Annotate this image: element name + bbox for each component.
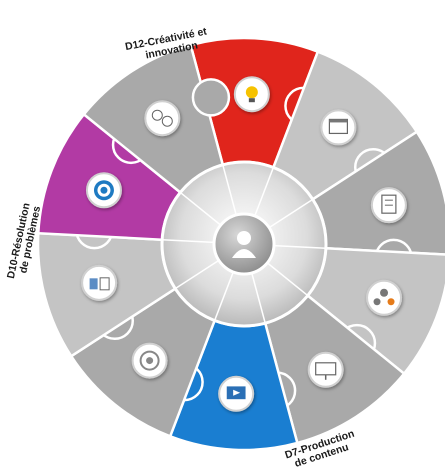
segment-icons — [81, 76, 407, 412]
web-page-icon — [320, 109, 357, 146]
lightbulb-icon — [233, 76, 270, 113]
hub-spoke — [222, 164, 237, 216]
question-bubbles-icon — [144, 100, 181, 137]
hub-spoke — [251, 272, 266, 324]
hub-spoke — [174, 259, 220, 290]
hub-spoke — [213, 271, 234, 321]
hub-spoke — [254, 167, 275, 217]
hub-spoke — [266, 262, 309, 297]
report-document-icon — [370, 187, 407, 224]
hub-spoke — [268, 198, 314, 229]
puzzle-knob — [191, 78, 231, 117]
target-icon — [85, 172, 122, 209]
books-icon — [81, 264, 118, 301]
hub-spoke — [162, 238, 215, 244]
video-monitor-icon — [218, 375, 255, 412]
cycle-gear-icon — [131, 342, 168, 379]
presentation-screen-icon — [307, 351, 344, 388]
hub-spoke — [179, 191, 222, 226]
center-hub — [160, 160, 328, 328]
center-person-icon — [232, 231, 256, 258]
team-gear-icon — [366, 279, 403, 316]
hub-spoke — [273, 244, 326, 250]
